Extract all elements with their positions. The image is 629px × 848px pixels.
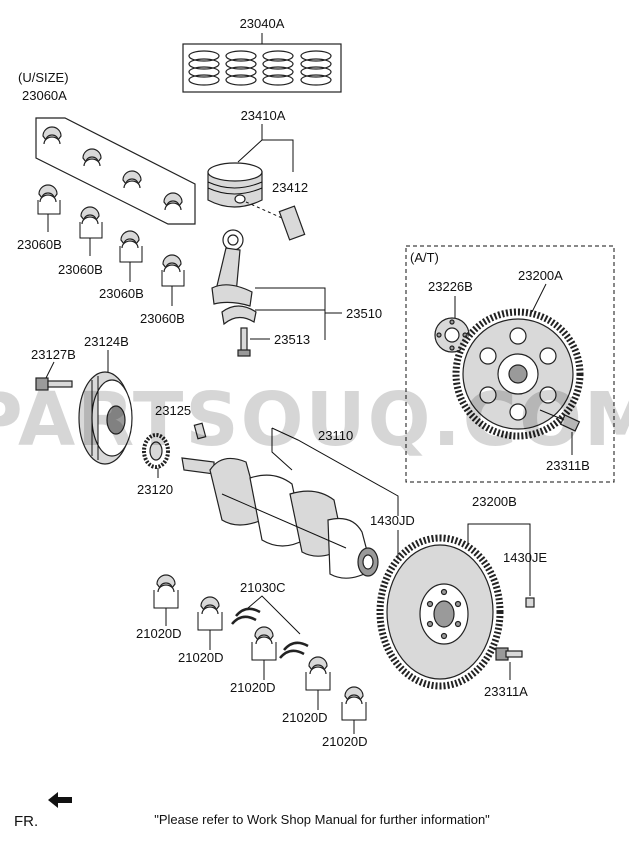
label-23120: 23120 [137, 482, 173, 497]
dowel-pin-rear[interactable] [525, 597, 535, 608]
connecting-rod[interactable] [211, 229, 257, 326]
lower-bearing-shells[interactable] [38, 184, 182, 273]
crankshaft[interactable] [181, 457, 379, 579]
label-1430JE: 1430JE [503, 550, 547, 565]
label-23226B: 23226B [428, 279, 473, 294]
woodruff-key[interactable] [193, 422, 207, 440]
label-23125: 23125 [155, 403, 191, 418]
piston-pin[interactable] [245, 201, 306, 241]
label-23510: 23510 [346, 306, 382, 321]
flywheel-bolt[interactable] [495, 647, 523, 661]
label-23060B-1: 23060B [17, 237, 62, 252]
flywheel[interactable] [376, 534, 504, 690]
at-option-box [405, 245, 615, 483]
front-arrow-icon [48, 792, 72, 808]
label-23110: 23110 [318, 428, 353, 443]
piston[interactable] [207, 162, 263, 208]
footer-note: "Please refer to Work Shop Manual for fu… [154, 812, 490, 827]
crankshaft-sprocket[interactable] [142, 433, 170, 469]
drive-plate-bolt[interactable] [539, 409, 581, 432]
piston-ring-set[interactable] [182, 43, 342, 93]
bearing-set-outline [35, 117, 196, 225]
label-21020D-1: 21020D [136, 626, 182, 641]
label-23513: 23513 [274, 332, 310, 347]
thrust-washers[interactable] [231, 607, 309, 659]
label-23200B: 23200B [472, 494, 517, 509]
label-1430JD: 1430JD [370, 513, 415, 528]
drive-plate[interactable] [452, 308, 584, 440]
label-23060B-4: 23060B [140, 311, 185, 326]
watermark: PARTSOUQ.COM [0, 377, 629, 463]
label-21020D-2: 21020D [178, 650, 224, 665]
upper-bearing-shells[interactable] [42, 126, 183, 211]
label-23412: 23412 [272, 180, 308, 195]
connecting-rod-bolt[interactable] [237, 327, 251, 357]
label-21020D-3: 21020D [230, 680, 276, 695]
label-21030C: 21030C [240, 580, 286, 595]
label-23060A: 23060A [22, 88, 67, 103]
label-21020D-5: 21020D [322, 734, 368, 749]
main-bearings[interactable] [156, 574, 364, 705]
label-23311A: 23311A [484, 684, 528, 699]
pulley-bolt[interactable] [35, 377, 73, 391]
label-23311B: 23311B [546, 458, 590, 473]
label-21020D-4: 21020D [282, 710, 328, 725]
label-at: (A/T) [410, 250, 439, 265]
label-23200A: 23200A [518, 268, 563, 283]
crankshaft-pulley[interactable] [78, 371, 133, 465]
label-23060B-3: 23060B [99, 286, 144, 301]
front-label: FR. [14, 813, 38, 830]
label-23060B-2: 23060B [58, 262, 103, 277]
label-23124B: 23124B [84, 334, 129, 349]
label-usize: (U/SIZE) [18, 70, 69, 85]
label-23410A: 23410A [241, 108, 286, 123]
label-23127B: 23127B [31, 347, 76, 362]
label-23040A: 23040A [240, 16, 285, 31]
